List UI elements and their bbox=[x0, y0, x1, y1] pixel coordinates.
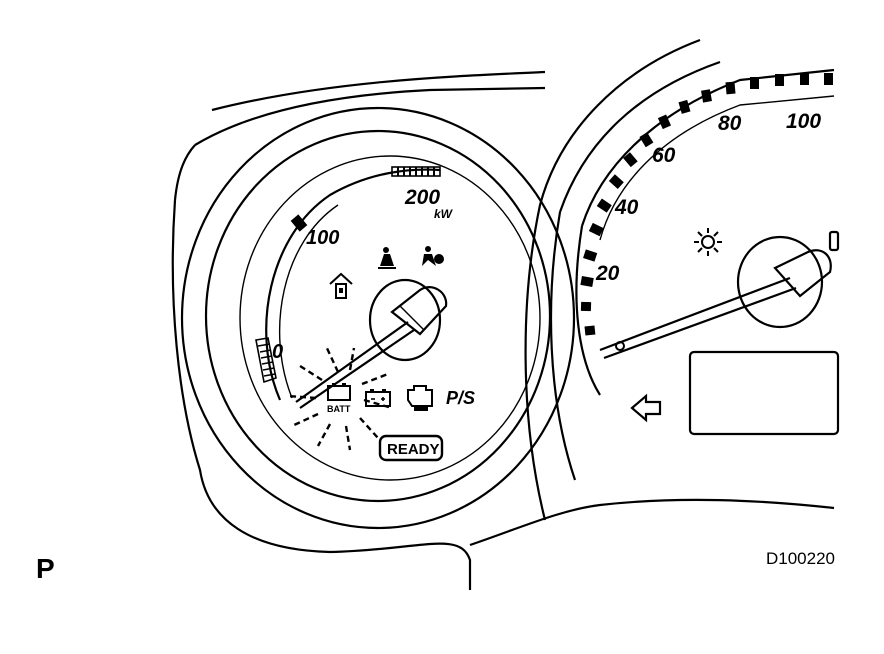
turn-signal-left-icon bbox=[630, 393, 662, 423]
speed-tick-label-40: 40 bbox=[614, 196, 639, 219]
ready-indicator: READY bbox=[378, 434, 444, 462]
airbag-warning-icon bbox=[422, 246, 444, 266]
power-meter-gauge: 200 kW 100 0 bbox=[180, 106, 576, 530]
batt-label: BATT bbox=[327, 404, 351, 414]
corner-label: P bbox=[36, 553, 55, 584]
odometer-display bbox=[688, 350, 840, 436]
speed-tick-label-100: 100 bbox=[786, 110, 821, 133]
power-tick-label-100: 100 bbox=[306, 227, 339, 249]
charge-warning-icon bbox=[365, 389, 391, 407]
flash-rays bbox=[287, 345, 393, 451]
speed-scale-ticks bbox=[580, 73, 833, 336]
headlight-indicator-icon bbox=[694, 228, 722, 256]
door-open-warning-icon bbox=[329, 272, 353, 299]
power-tick-label-0: 0 bbox=[272, 341, 283, 363]
battery-warning-flashing: BATT bbox=[287, 345, 393, 451]
speed-tick-label-20: 20 bbox=[595, 262, 620, 285]
power-scale-ticks bbox=[255, 166, 441, 384]
speed-tick-label-60: 60 bbox=[652, 144, 676, 167]
power-steering-label: P/S bbox=[446, 388, 475, 408]
cluster-housing bbox=[171, 70, 835, 590]
speedometer-right-edge-detail bbox=[828, 230, 840, 252]
ready-label: READY bbox=[387, 441, 440, 458]
check-engine-icon bbox=[407, 385, 433, 411]
speed-tick-label-80: 80 bbox=[718, 112, 742, 135]
seatbelt-warning-icon bbox=[378, 247, 396, 269]
speedometer-gauge: 20 40 60 80 100 bbox=[524, 38, 840, 521]
power-needle bbox=[295, 286, 448, 409]
power-tick-label-200: 200 bbox=[404, 186, 440, 209]
figure-id: D100220 bbox=[766, 549, 835, 568]
power-needle-hub bbox=[368, 278, 442, 362]
power-unit-label: kW bbox=[434, 207, 454, 221]
speed-needle bbox=[599, 249, 832, 360]
speed-needle-hub bbox=[736, 235, 824, 329]
